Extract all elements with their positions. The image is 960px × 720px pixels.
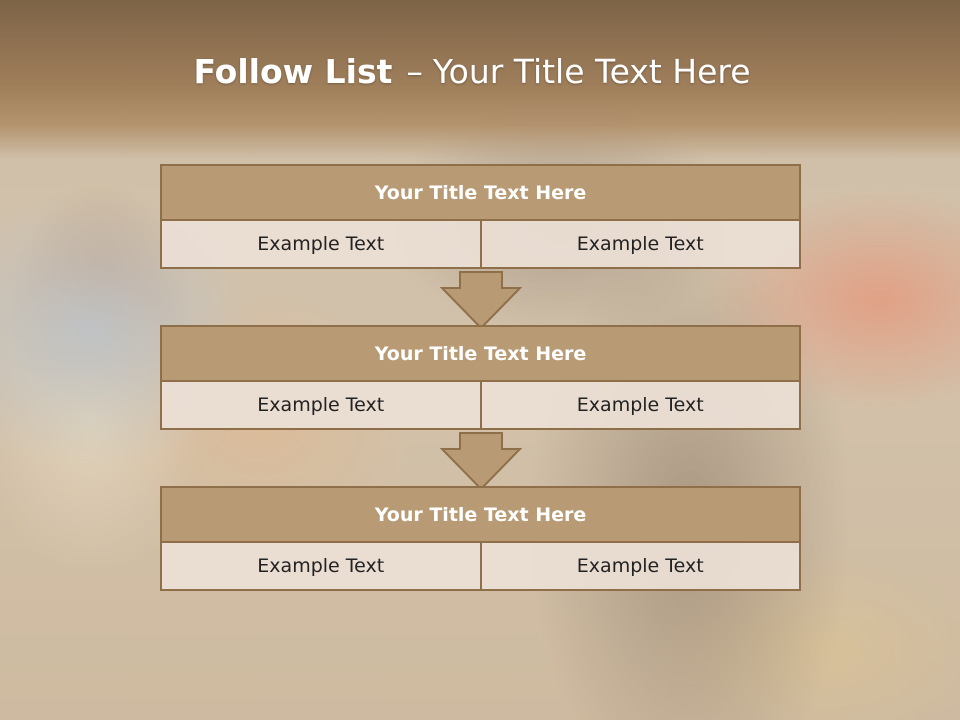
slide-title-bold: Follow List	[193, 52, 393, 91]
slide-title: Follow List–Your Title Text Here	[0, 52, 944, 91]
block-right-text: Example Text	[479, 541, 801, 591]
block-title: Your Title Text Here	[160, 486, 801, 543]
block-right-text: Example Text	[479, 219, 801, 269]
block-left-text: Example Text	[160, 380, 482, 430]
slide-title-separator: –	[406, 52, 423, 91]
title-bar	[0, 0, 960, 160]
block-left-text: Example Text	[160, 219, 482, 269]
down-arrow-icon	[440, 432, 522, 491]
block-left-text: Example Text	[160, 541, 482, 591]
block-title: Your Title Text Here	[160, 164, 801, 221]
list-block-2: Your Title Text Here Example Text Exampl…	[160, 325, 801, 430]
block-title: Your Title Text Here	[160, 325, 801, 382]
list-block-1: Your Title Text Here Example Text Exampl…	[160, 164, 801, 269]
down-arrow-icon	[440, 271, 522, 330]
list-block-3: Your Title Text Here Example Text Exampl…	[160, 486, 801, 591]
slide-title-rest: Your Title Text Here	[432, 52, 751, 91]
block-right-text: Example Text	[479, 380, 801, 430]
